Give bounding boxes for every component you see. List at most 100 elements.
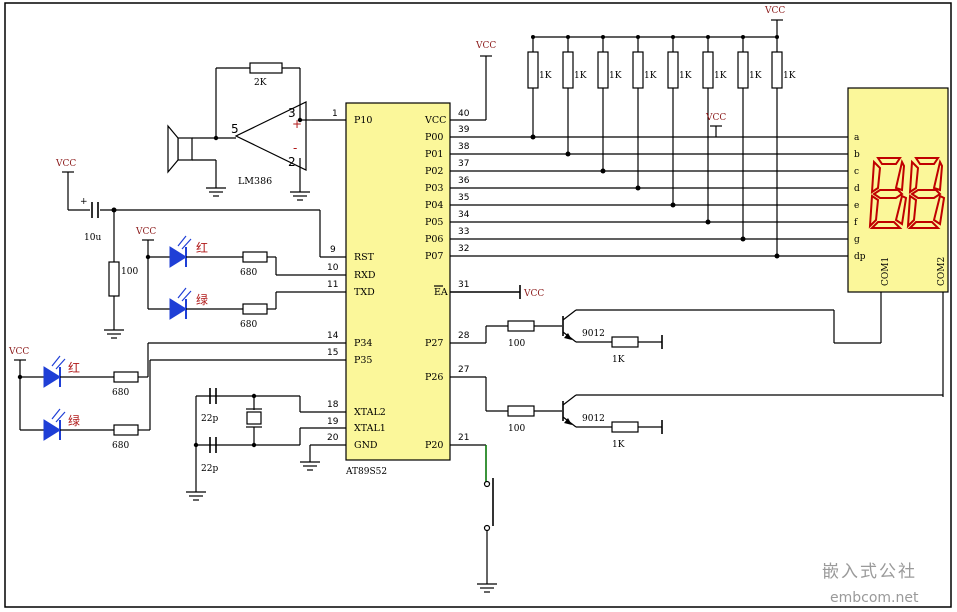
drawing-frame <box>4 2 952 608</box>
pin-label: P26 <box>425 372 443 383</box>
vcc-label: VCC <box>475 41 496 51</box>
segment-label: d <box>854 184 860 194</box>
segment-label: dp <box>854 252 866 262</box>
pin-number: 1 <box>332 109 338 119</box>
mcu-name: AT89S52 <box>345 467 387 477</box>
pin-label: P06 <box>425 234 443 245</box>
resistor-value: 1K <box>612 355 625 365</box>
pin-number: 28 <box>458 331 470 341</box>
pin-label: P04 <box>425 200 443 211</box>
led-color-label: 绿 <box>196 292 208 307</box>
amp-pin-number: 3 <box>288 106 296 120</box>
pin-number: 39 <box>458 125 470 135</box>
audio-amplifier: LM386 + - 3 2 5 2K <box>200 62 312 201</box>
port3-led-group: VCC 红 680 绿 680 <box>8 343 151 451</box>
resistor-value: 1K <box>783 71 796 81</box>
watermark-url: embcom.net <box>830 590 919 606</box>
pin-label: P00 <box>425 132 443 143</box>
amp-triangle <box>234 101 307 171</box>
resistor-value: 100 <box>508 339 525 349</box>
speaker-icon <box>167 124 226 197</box>
pin-label: TXD <box>354 287 375 298</box>
pin-number: 18 <box>327 400 339 410</box>
segment-label: c <box>854 167 859 177</box>
pin-number: 33 <box>458 227 469 237</box>
pullup-resistor: 1K <box>702 37 727 225</box>
pullup-resistor: 1K <box>632 37 657 191</box>
led-green: 绿 680 <box>148 287 277 330</box>
com2-label: COM2 <box>937 257 947 286</box>
segment-label: a <box>854 133 860 143</box>
digit-driver-1: 100 9012 1K <box>485 309 881 365</box>
pin-number: 10 <box>327 263 339 273</box>
pin-number: 36 <box>458 176 470 186</box>
pin-label: EA <box>434 287 448 298</box>
amp-pin-number: 2 <box>288 155 296 169</box>
com1-label: COM1 <box>881 257 891 286</box>
resistor-value: 680 <box>112 441 129 451</box>
resistor-value: 1K <box>714 71 727 81</box>
vcc-label: VCC <box>135 227 156 237</box>
pin-label: P20 <box>425 440 443 451</box>
pullup-resistor: 1K <box>562 37 587 157</box>
amp-plus: + <box>292 117 302 131</box>
seven-segment-display: a b c d e f g dp COM1 COM2 <box>847 87 949 397</box>
pullup-resistor: 1K <box>597 37 622 174</box>
resistor-value: 2K <box>254 78 267 88</box>
ea-vcc-symbol: VCC <box>519 285 544 299</box>
pullup-resistor: 1K <box>527 37 552 140</box>
vcc-label: VCC <box>764 6 785 16</box>
watermark: 嵌入式公社 embcom.net <box>822 562 919 606</box>
pin-label: P05 <box>425 217 443 228</box>
pin-label: XTAL1 <box>354 423 386 434</box>
resistor-value: 1K <box>749 71 762 81</box>
watermark-title: 嵌入式公社 <box>822 562 917 582</box>
reset-circuit: VCC + 10u 100 <box>55 159 321 339</box>
pin-number: 32 <box>458 244 469 254</box>
led-red: 红 680 <box>148 235 277 278</box>
crystal-oscillator: 22p 22p <box>186 388 320 501</box>
amp-pin-number: 5 <box>231 122 239 136</box>
pin-label: P34 <box>354 338 372 349</box>
crystal-body <box>246 411 262 425</box>
digit-glyph <box>906 157 946 229</box>
cap-value: 10u <box>84 233 101 243</box>
pin-number: 27 <box>458 365 469 375</box>
pullup-network: VCC 1K 1K 1K 1K 1K <box>527 6 796 259</box>
mcu-chip: AT89S52 1 P10 9 RST 10 RXD 11 TXD 14 P34… <box>148 102 520 477</box>
digit-glyph <box>868 157 908 229</box>
led-color-label: 绿 <box>68 413 80 428</box>
pin-label: P35 <box>354 355 372 366</box>
pin-number: 34 <box>458 210 470 220</box>
digit-driver-2: 100 9012 1K <box>485 377 943 450</box>
pin-label: RXD <box>354 270 376 281</box>
pin-number: 19 <box>327 417 339 427</box>
segment-label: f <box>854 218 858 228</box>
resistor-value: 1K <box>609 71 622 81</box>
cap-value: 22p <box>201 414 218 424</box>
led-color-label: 红 <box>196 240 208 255</box>
pin-number: 11 <box>327 280 338 290</box>
pin-label: RST <box>354 252 375 263</box>
mcu-body <box>345 102 451 461</box>
pin-number: 37 <box>458 159 469 169</box>
led-green: 绿 680 <box>20 360 151 451</box>
vcc-label: VCC <box>8 347 29 357</box>
pin-label: P02 <box>425 166 443 177</box>
pin-number: 15 <box>327 348 338 358</box>
resistor-value: 680 <box>240 320 257 330</box>
port0-bus <box>450 136 848 257</box>
resistor-value: 1K <box>644 71 657 81</box>
pin-number: 40 <box>458 109 470 119</box>
amp-name: LM386 <box>238 176 272 187</box>
serial-led-group: VCC 红 680 绿 680 <box>135 227 277 330</box>
resistor-value: 1K <box>574 71 587 81</box>
vcc-label: VCC <box>523 289 544 299</box>
segment-label: g <box>854 235 860 245</box>
pullup-resistor: 1K <box>737 37 762 242</box>
transistor-label: 9012 <box>582 414 605 424</box>
pin-label: P01 <box>425 149 443 160</box>
transistor-label: 9012 <box>582 329 605 339</box>
pin-number: 31 <box>458 280 469 290</box>
